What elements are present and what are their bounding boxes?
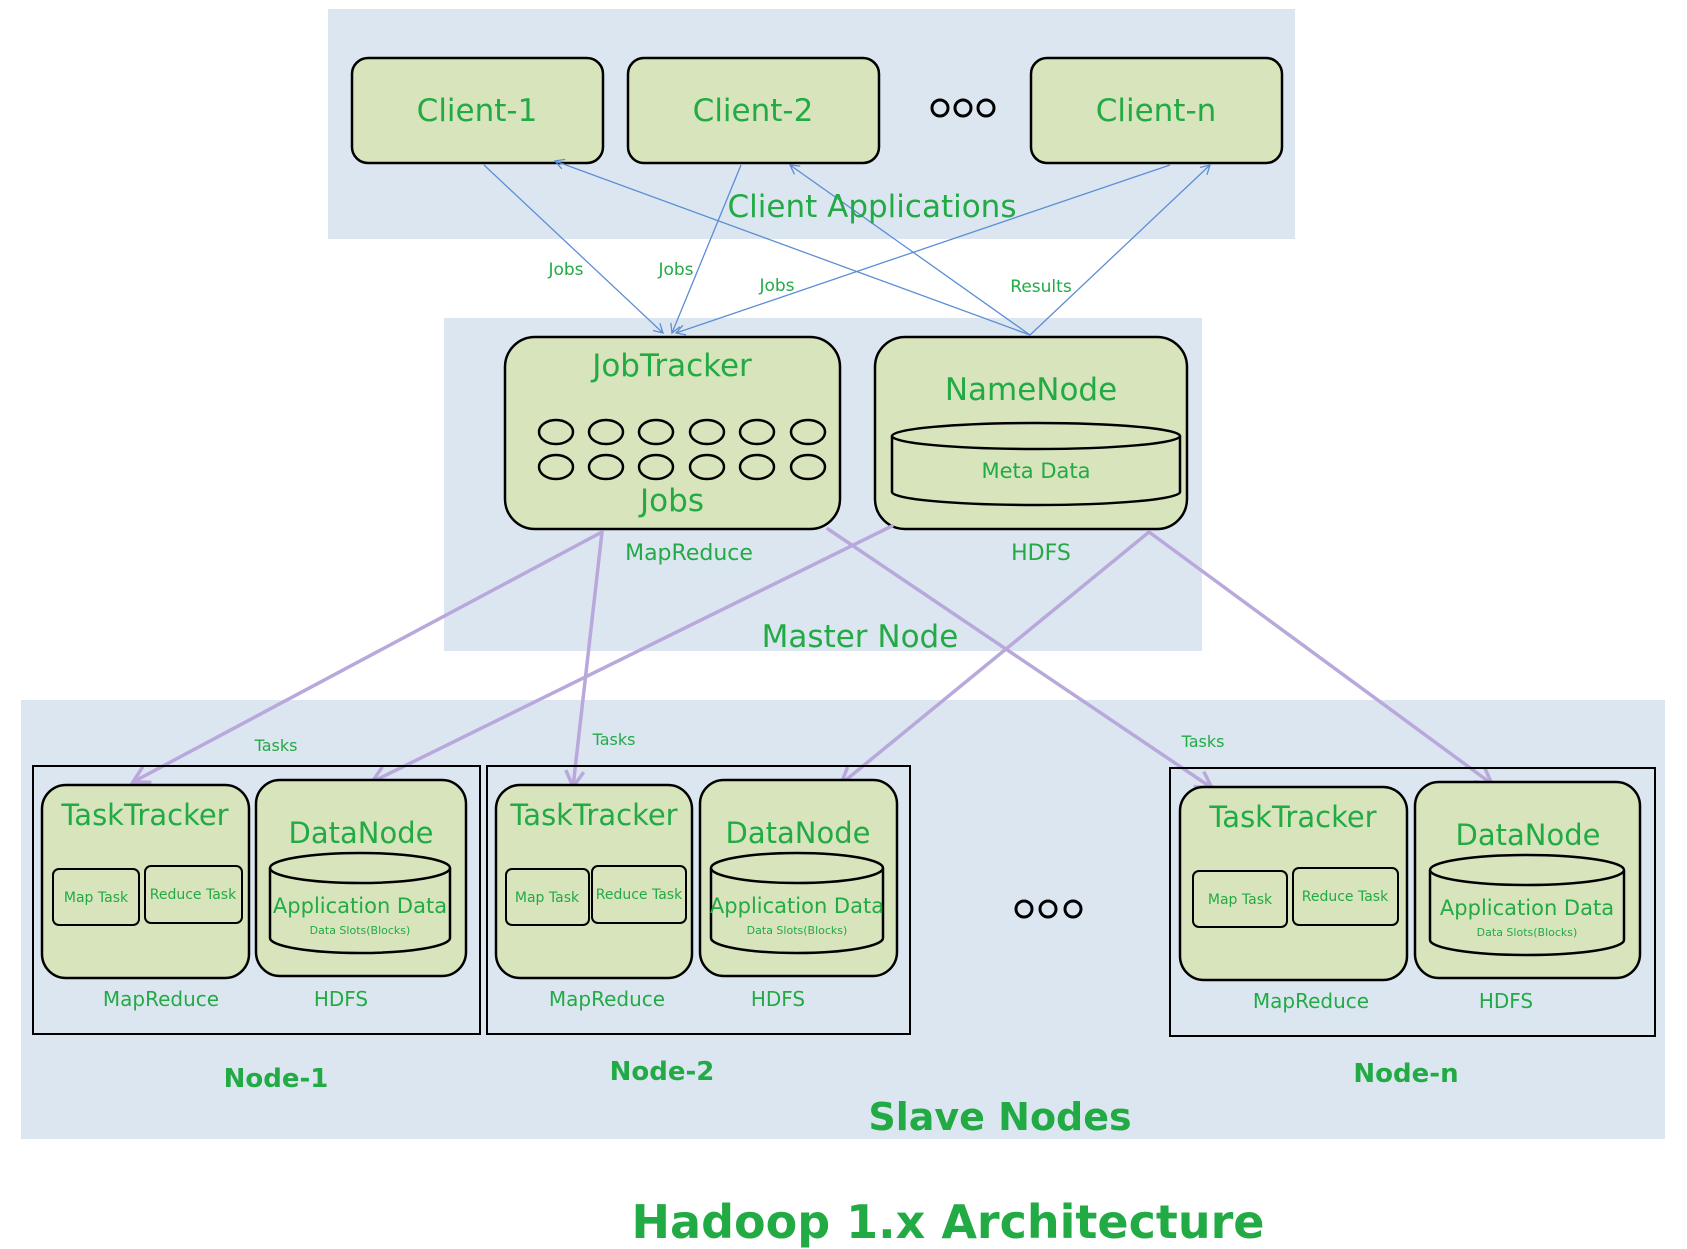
diagram-title: Hadoop 1.x Architecture: [632, 1195, 1265, 1249]
node-n-datanode-title: DataNode: [1456, 818, 1601, 852]
job-slots: [537, 418, 827, 481]
namenode-title: NameNode: [945, 372, 1117, 408]
client-n-box: [1029, 56, 1284, 165]
client-2-box: [626, 56, 881, 165]
client-1-label: Client-1: [417, 93, 538, 129]
node-1-hdfs-label: HDFS: [314, 987, 368, 1011]
task-arrow-node-2: [564, 530, 604, 791]
task-arrow-node-1: [129, 530, 604, 785]
metadata-cylinder: [890, 421, 1182, 507]
node-1-datanode-title: DataNode: [289, 816, 434, 850]
slave-node-1: TaskTracker Map Task Reduce Task DataNod…: [32, 765, 481, 1094]
node-n-hdfs-label: HDFS: [1479, 989, 1533, 1013]
results-edge-label: Results: [1010, 277, 1072, 297]
node-1-frame: [32, 765, 481, 1035]
node-1-reduce-task-box: [144, 865, 243, 924]
slave-nodes-label: Slave Nodes: [868, 1095, 1131, 1139]
node-2-frame: [486, 765, 911, 1035]
results-arrow-client-2: [788, 164, 1031, 336]
nodes-ellipsis: [1014, 899, 1083, 919]
master-node-label: Master Node: [762, 619, 959, 655]
node-n-name: Node-n: [1353, 1059, 1458, 1089]
jobs-arrow-client-2: [670, 164, 742, 335]
client-arrows: [483, 158, 1211, 336]
results-arrow-client-n: [1029, 164, 1211, 336]
node-2-reduce-task-box: [591, 865, 687, 924]
node-2-map-task-label: Map Task: [515, 890, 580, 906]
node-n-frame: [1169, 767, 1656, 1037]
node-n-data-slots-label: Data Slots(Blocks): [1477, 926, 1578, 939]
results-arrow-client-1: [553, 158, 1031, 336]
node-2-map-task-box: [505, 868, 590, 926]
node-n-map-task-label: Map Task: [1208, 892, 1273, 908]
task-arrows: [129, 524, 1495, 791]
task-arrow-node-n: [826, 527, 1215, 790]
node-n-tasktracker-title: TaskTracker: [1208, 800, 1376, 834]
jobtracker-jobs-label: Jobs: [638, 483, 704, 519]
tasks-edge-label-1: Tasks: [254, 736, 298, 755]
clients-ellipsis: [930, 98, 996, 118]
block-arrow-node-1: [368, 524, 894, 785]
jobs-arrow-client-n: [674, 164, 1171, 336]
node-1-map-task-box: [52, 868, 140, 926]
master-mapreduce-label: MapReduce: [625, 541, 753, 566]
node-1-data-slots-label: Data Slots(Blocks): [310, 924, 411, 937]
jobs-arrow-client-1: [483, 164, 664, 334]
node-2-reduce-task-label: Reduce Task: [596, 887, 683, 903]
client-applications-label: Client Applications: [728, 189, 1017, 225]
client-2-label: Client-2: [693, 93, 814, 129]
node-2-mapreduce-label: MapReduce: [549, 987, 665, 1011]
jobs-edge-label-1: Jobs: [547, 260, 583, 280]
jobs-edge-label-2: Jobs: [657, 260, 693, 280]
metadata-label: Meta Data: [982, 459, 1091, 483]
node-1-reduce-task-label: Reduce Task: [150, 887, 237, 903]
node-2-data-slots-label: Data Slots(Blocks): [747, 924, 848, 937]
slave-node-n: TaskTracker Map Task Reduce Task DataNod…: [1169, 767, 1656, 1089]
block-arrow-node-n: [1147, 530, 1495, 787]
master-hdfs-label: HDFS: [1011, 541, 1071, 566]
node-2-data-cylinder: [709, 851, 885, 955]
node-n-app-data-label: Application Data: [1440, 896, 1614, 920]
node-1-tasktracker-title: TaskTracker: [60, 798, 228, 832]
node-2-app-data-label: Application Data: [710, 894, 884, 918]
client-1-box: [350, 56, 605, 165]
node-n-reduce-task-box: [1292, 867, 1399, 926]
node-2-name: Node-2: [610, 1057, 715, 1087]
node-n-mapreduce-label: MapReduce: [1253, 989, 1369, 1013]
node-1-map-task-label: Map Task: [64, 890, 129, 906]
node-2-hdfs-label: HDFS: [751, 987, 805, 1011]
tasks-edge-label-2: Tasks: [592, 730, 636, 749]
node-1-name: Node-1: [224, 1064, 329, 1094]
node-n-reduce-task-label: Reduce Task: [1302, 889, 1389, 905]
node-1-app-data-label: Application Data: [273, 894, 447, 918]
node-n-data-cylinder: [1428, 853, 1626, 957]
node-2-tasktracker-title: TaskTracker: [509, 798, 677, 832]
jobtracker-title: JobTracker: [590, 348, 752, 384]
node-2-datanode-title: DataNode: [726, 816, 871, 850]
node-n-map-task-box: [1192, 870, 1288, 928]
tasks-edge-label-n: Tasks: [1181, 732, 1225, 751]
node-1-mapreduce-label: MapReduce: [103, 987, 219, 1011]
block-arrow-node-2: [838, 530, 1151, 787]
client-n-label: Client-n: [1096, 93, 1217, 129]
slave-node-2: TaskTracker Map Task Reduce Task DataNod…: [486, 765, 911, 1087]
node-1-data-cylinder: [268, 851, 452, 955]
jobs-edge-label-3: Jobs: [758, 276, 794, 296]
